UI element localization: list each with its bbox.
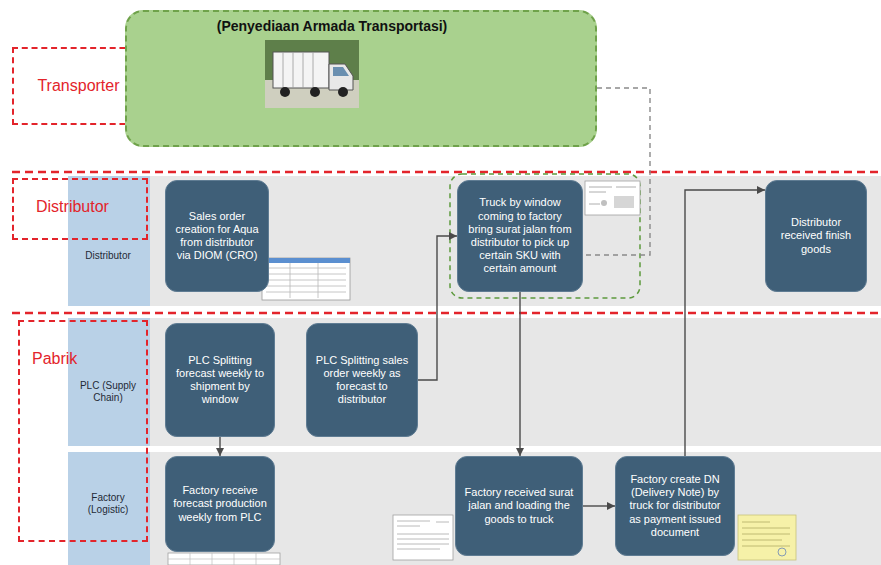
lane-header — [68, 176, 150, 306]
thumb-rows — [266, 263, 346, 298]
transport-group-outline — [450, 174, 640, 298]
thumb-frame — [585, 181, 640, 215]
red-divider — [12, 171, 881, 174]
thumb-frame — [168, 553, 280, 565]
connector — [583, 505, 615, 506]
process-box: Factory create DN (Delivery Note) by tru… — [615, 456, 735, 556]
region-label-box: Pabrik — [18, 320, 148, 542]
document-thumbnail — [393, 515, 453, 560]
truck-cargo — [273, 52, 329, 88]
thumb-block — [614, 196, 634, 208]
process-box: PLC Splitting sales order weekly as fore… — [306, 323, 418, 437]
lane-body — [150, 452, 881, 565]
screenshot-thumbnail — [262, 258, 350, 300]
table-thumbnail — [168, 553, 280, 565]
box-text: (Penyediaan Armada Transportasi) — [167, 18, 497, 34]
region-label: Transporter — [37, 77, 119, 95]
truck-cab — [329, 64, 353, 90]
form-thumbnail — [585, 181, 640, 215]
process-box: Factory receive forecast production week… — [165, 456, 275, 552]
region-label: Distributor — [36, 198, 146, 216]
truck-wheel — [338, 87, 348, 97]
connector — [418, 236, 457, 380]
thumb-frame — [738, 515, 796, 560]
thumb-frame — [393, 515, 453, 560]
swimlane: PLC (Supply Chain) PLC Splitting forecast… — [68, 318, 881, 446]
truck-illustration — [265, 40, 359, 108]
lane-title: Distributor — [70, 250, 146, 262]
thumb-stamp — [778, 548, 786, 556]
box-text: Sales order creation for Aqua from distr… — [173, 210, 261, 263]
region-label: Pabrik — [32, 350, 146, 368]
process-box: Distributor received finish goods — [765, 180, 867, 292]
cargo-ribs — [283, 52, 313, 88]
process-box: Factory received surat jalan and loading… — [455, 456, 583, 556]
region-label-box: Distributor — [12, 178, 148, 240]
thumb-rows — [742, 522, 790, 546]
process-box: Truck by window coming to factory bring … — [457, 180, 583, 292]
box-text: PLC Splitting forecast weekly to shipmen… — [173, 354, 267, 407]
thumb-frame — [262, 258, 350, 300]
lane-header — [68, 318, 150, 446]
lane-body — [150, 176, 881, 306]
process-box: Sales order creation for Aqua from distr… — [165, 180, 269, 292]
process-box: PLC Splitting forecast weekly to shipmen… — [165, 323, 275, 437]
box-text: PLC Splitting sales order weekly as fore… — [314, 354, 410, 407]
lane-title: PLC (Supply Chain) — [70, 380, 146, 404]
connector — [519, 292, 520, 456]
box-text: Factory received surat jalan and loading… — [463, 486, 575, 526]
lane-bands — [68, 176, 881, 565]
connector — [219, 437, 220, 456]
box-text: Distributor received finish goods — [773, 216, 859, 256]
connector — [685, 190, 765, 456]
thumb-rows — [397, 521, 449, 549]
lane-title: Factory (Logistic) — [70, 492, 146, 516]
lane-header — [68, 452, 150, 565]
box-text: Factory receive forecast production week… — [173, 484, 267, 524]
delivery-note-thumbnail — [738, 515, 796, 560]
truck-wheel — [280, 87, 290, 97]
swimlane: Factory (Logistic) Factory receive foreca… — [68, 452, 881, 565]
thumb-dot — [601, 200, 607, 206]
transporter-box: (Penyediaan Armada Transportasi) — [125, 10, 597, 147]
box-text: Truck by window coming to factory bring … — [465, 196, 575, 275]
truck-window — [333, 67, 349, 76]
thumb-header — [262, 258, 350, 263]
box-text: Factory create DN (Delivery Note) by tru… — [623, 473, 727, 539]
thumb-grid — [168, 553, 280, 565]
red-divider — [12, 312, 881, 315]
swimlane: Distributor Sales order creation for Aqua… — [68, 176, 881, 306]
lane-body — [150, 318, 881, 446]
truck-wheel — [310, 87, 320, 97]
